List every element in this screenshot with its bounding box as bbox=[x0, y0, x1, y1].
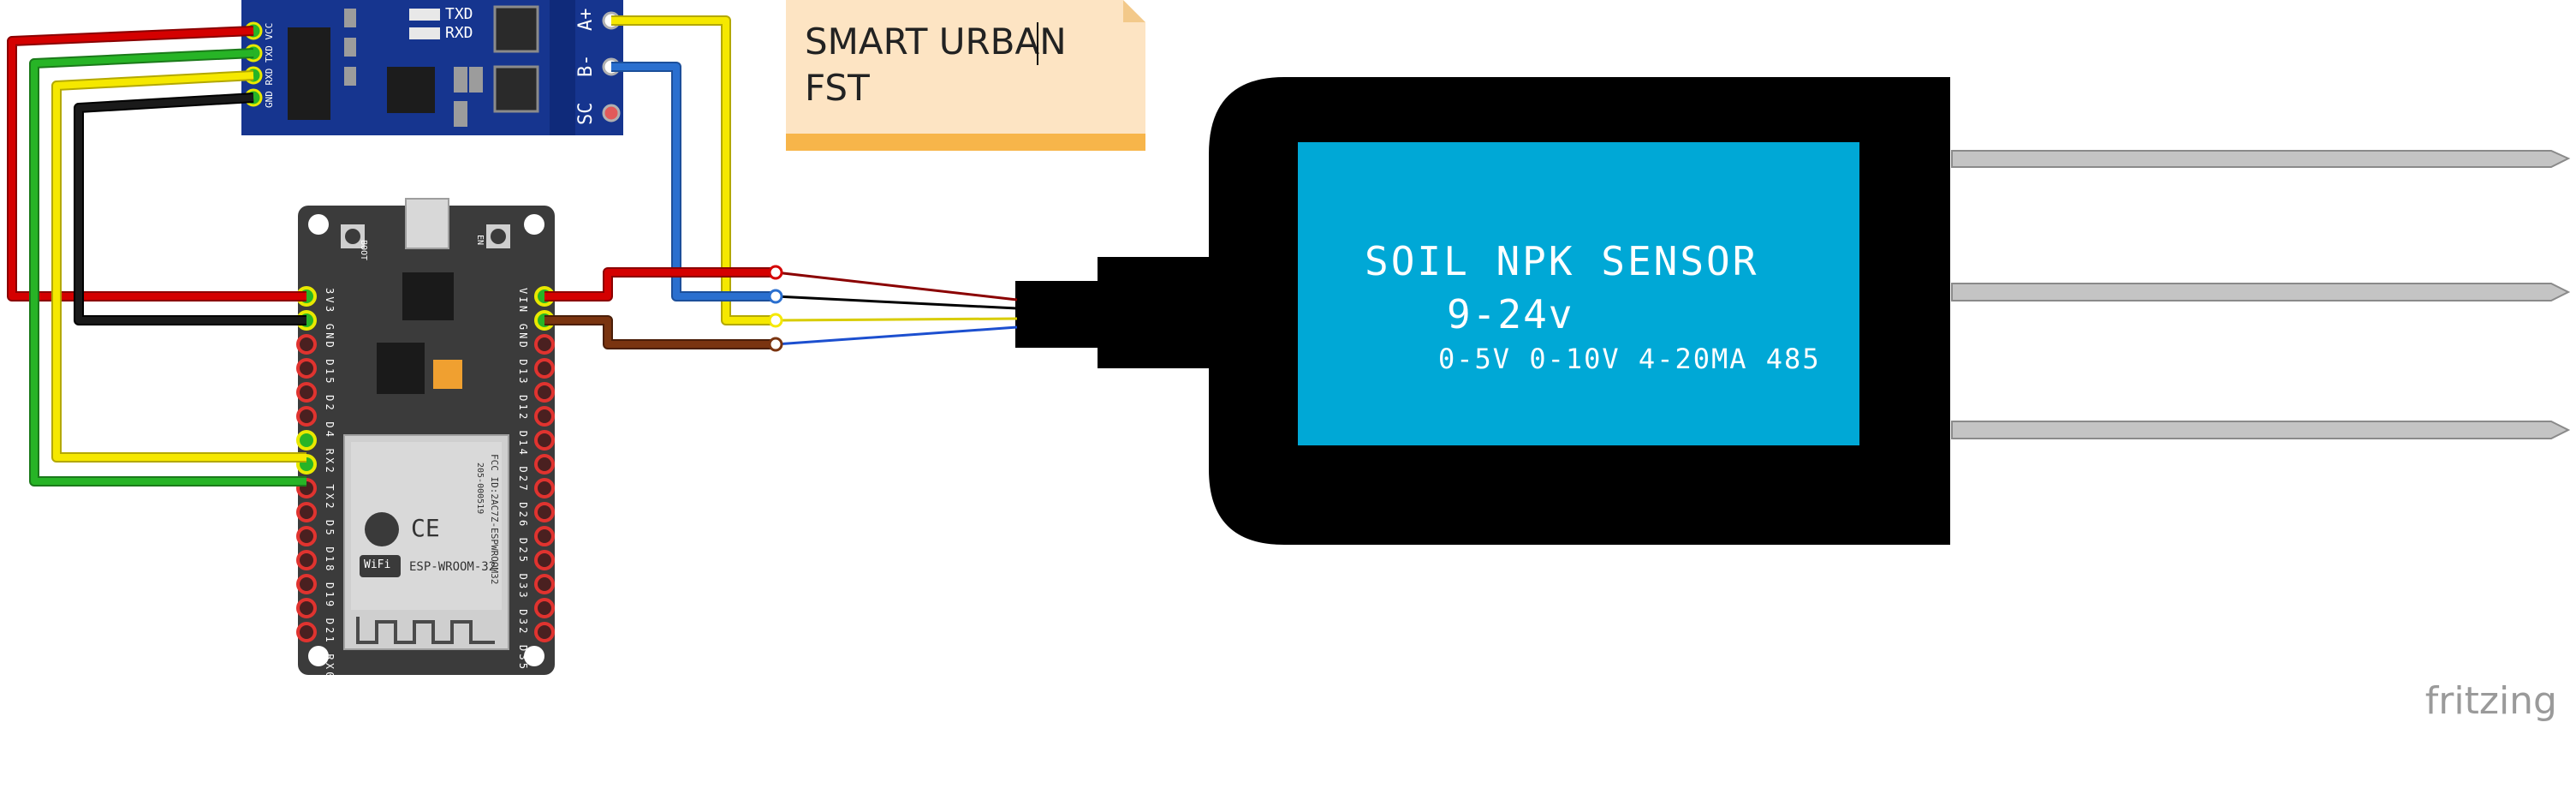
esp32-header-pin bbox=[534, 502, 555, 522]
esp32-label-module-name: ESP-WROOM-32 bbox=[409, 560, 497, 574]
esp32-header-pin bbox=[534, 454, 555, 475]
sensor-title: SOIL NPK SENSOR bbox=[1365, 238, 1759, 284]
soil-npk-sensor bbox=[1015, 77, 1950, 545]
sensor-voltage: 9-24v bbox=[1447, 291, 1574, 337]
esp32-header-pin bbox=[296, 358, 317, 379]
sensor-lead-blue bbox=[775, 325, 1018, 346]
sensor-screen bbox=[1298, 142, 1859, 445]
esp32-header-pin bbox=[534, 550, 555, 570]
rs485-label-b-minus: B- bbox=[575, 54, 597, 78]
esp32-header-pin bbox=[534, 406, 555, 427]
esp32-pins-left bbox=[296, 286, 317, 642]
sensor-lead-black bbox=[775, 295, 1018, 310]
rs485-label-a-plus: A+ bbox=[575, 8, 597, 32]
text-caret bbox=[1037, 22, 1038, 65]
esp32-chip-uart bbox=[402, 272, 454, 320]
rs485-label-sc: SC bbox=[575, 102, 597, 126]
esp32-header-pin bbox=[296, 502, 317, 522]
esp32-board bbox=[298, 198, 555, 675]
probe-top bbox=[1951, 150, 2571, 168]
wire-blue-b-minus bbox=[611, 62, 776, 301]
sensor-connector bbox=[1015, 281, 1101, 348]
rs485-chip-right bbox=[387, 67, 435, 113]
sensor-lead-yellow bbox=[775, 317, 1018, 322]
esp32-header-pin bbox=[534, 478, 555, 498]
rs485-led-tx bbox=[409, 9, 440, 21]
rs485-pin-sc bbox=[602, 104, 621, 122]
usb-port bbox=[405, 198, 449, 249]
rs485-chip-left bbox=[288, 27, 330, 120]
esp32-header-pin bbox=[296, 526, 317, 546]
esp32-header-pin bbox=[296, 550, 317, 570]
rs485-cap-1 bbox=[493, 5, 539, 53]
esp32-label-cert: 205-000519 bbox=[475, 463, 485, 515]
rs485-module bbox=[241, 0, 623, 135]
esp32-pins-right bbox=[534, 286, 555, 642]
esp32-header-pin bbox=[534, 358, 555, 379]
esp32-header-pin bbox=[296, 406, 317, 427]
esp32-label-ce: CE bbox=[411, 514, 440, 542]
rs485-led-rx bbox=[409, 27, 440, 39]
circuit-diagram bbox=[7, 0, 2571, 675]
esp32-regulator bbox=[377, 343, 425, 394]
note-line-2: FST bbox=[805, 67, 870, 109]
esp32-label-boot: BOOT bbox=[359, 240, 368, 261]
esp32-header-pin bbox=[534, 622, 555, 642]
esp32-label-wifi: WiFi bbox=[364, 558, 391, 571]
esp32-header-pin bbox=[296, 382, 317, 403]
note-line-1: SMART URBAN bbox=[805, 21, 1067, 63]
sensor-neck bbox=[1098, 257, 1211, 368]
probe-bottom bbox=[1951, 421, 2571, 439]
sensor-probes bbox=[1951, 150, 2571, 439]
esp32-cap bbox=[433, 360, 462, 389]
sensor-lead-red bbox=[775, 271, 1018, 301]
esp32-label-left-pins: 3V3 GND D15 D2 D4 RX2 TX2 D5 D18 D19 D21… bbox=[324, 288, 336, 788]
esp32-header-pin bbox=[534, 382, 555, 403]
esp32-header-pin bbox=[534, 526, 555, 546]
esp32-header-pin bbox=[296, 598, 317, 618]
esp32-label-en: EN bbox=[475, 235, 485, 246]
esp32-header-pin bbox=[534, 334, 555, 355]
esp32-header-pin bbox=[534, 430, 555, 451]
esp32-header-pin bbox=[296, 622, 317, 642]
rs485-terminal bbox=[550, 0, 575, 135]
esp32-label-right-pins: VIN GND D13 D12 D14 D27 D26 D25 D33 D32 … bbox=[517, 288, 529, 788]
sensor-outputs: 0-5V 0-10V 4-20MA 485 bbox=[1438, 343, 1821, 375]
rs485-label-pins: GND RXD TXD VCC bbox=[264, 22, 275, 108]
probe-middle bbox=[1951, 283, 2571, 301]
esp32-antenna bbox=[356, 617, 495, 644]
fritzing-watermark: fritzing bbox=[2424, 679, 2557, 723]
rs485-label-txd: TXD bbox=[445, 5, 473, 23]
wires bbox=[7, 15, 1018, 487]
esp32-header-pin bbox=[296, 430, 317, 451]
esp32-header-pin bbox=[296, 574, 317, 594]
rs485-cap-2 bbox=[493, 65, 539, 113]
esp32-header-pin bbox=[534, 598, 555, 618]
esp32-header-pin bbox=[534, 574, 555, 594]
esp32-header-pin bbox=[296, 334, 317, 355]
rs485-label-rxd: RXD bbox=[445, 24, 473, 42]
